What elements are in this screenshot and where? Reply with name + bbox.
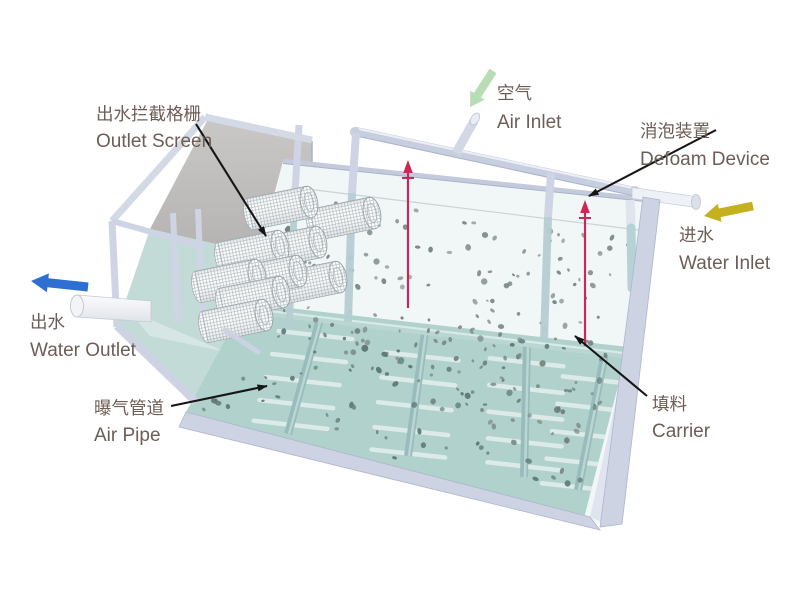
mid-downcomer-submerged bbox=[540, 216, 552, 342]
outlet-screen-cylinders bbox=[191, 185, 382, 344]
outlet-screen-label-en: Outlet Screen bbox=[96, 131, 212, 152]
defoam-devices bbox=[402, 160, 591, 346]
carrier-label-en: Carrier bbox=[652, 421, 711, 442]
carrier-label-zh: 填料 bbox=[652, 394, 687, 414]
mesh-cylinder bbox=[243, 185, 319, 231]
left-downcomer bbox=[348, 132, 360, 194]
outlet-pipe-opening bbox=[70, 294, 84, 318]
air-pipe-label-zh: 曝气管道 bbox=[94, 398, 164, 418]
top-rail bbox=[353, 126, 638, 197]
tank-right-wall bbox=[599, 196, 661, 528]
small-pipe bbox=[222, 327, 261, 355]
chamber-highlight bbox=[128, 310, 226, 352]
labels: 出水拦截格栅 Outlet Screen 空气 Air Inlet 消泡装置 D… bbox=[30, 83, 771, 446]
top-rail-edge bbox=[353, 135, 638, 197]
tank-back-rim bbox=[282, 158, 646, 202]
air-inlet-arrow bbox=[470, 68, 497, 107]
inlet-pipe-opening bbox=[691, 194, 701, 210]
chamber-back-top-rim bbox=[204, 113, 313, 144]
inlet-downcomer-submerged bbox=[626, 223, 637, 293]
carrier-dots-floor bbox=[202, 324, 603, 487]
outlet-screen-arrow bbox=[195, 123, 267, 237]
aeration-grid bbox=[251, 307, 628, 494]
chamber-back-left-rim bbox=[109, 114, 208, 224]
mesh-cylinder bbox=[198, 298, 274, 344]
water-inlet-pipe bbox=[625, 187, 701, 293]
chamber-bottom-edge bbox=[114, 323, 199, 405]
air-inlet-label-en: Air Inlet bbox=[497, 112, 562, 133]
water-inlet-arrow bbox=[704, 201, 754, 222]
air-pipe-arrow bbox=[170, 384, 268, 408]
chamber-front-rim bbox=[111, 218, 206, 250]
water-inlet-label-zh: 进水 bbox=[679, 225, 714, 245]
air-inlet-stub bbox=[452, 118, 478, 156]
defoam-label-en: Defoam Device bbox=[640, 149, 770, 170]
air-pipe-label-en: Air Pipe bbox=[94, 425, 161, 446]
inlet-downcomer bbox=[625, 199, 636, 229]
defoam-arrow-right bbox=[579, 200, 591, 346]
carrier-arrow bbox=[574, 335, 648, 397]
tank-back-rim-edge bbox=[282, 163, 646, 202]
water-inlet-label-en: Water Inlet bbox=[679, 253, 771, 274]
chamber-inner-post-1 bbox=[170, 212, 181, 323]
air-inlet-opening bbox=[469, 112, 481, 126]
water-outlet-arrow bbox=[31, 273, 89, 293]
tank-bottom-rim bbox=[178, 411, 602, 531]
defoam-label-zh: 消泡装置 bbox=[640, 121, 710, 141]
defoam-arrow-left bbox=[402, 160, 414, 308]
outlet-screen-label-zh: 出水拦截格栅 bbox=[96, 104, 201, 124]
air-inlet-label-zh: 空气 bbox=[497, 83, 532, 103]
annotation-arrows bbox=[170, 123, 717, 408]
mid-downcomer bbox=[544, 172, 555, 218]
defoam-annotation-arrow bbox=[588, 129, 717, 197]
water-outlet-pipe bbox=[70, 294, 152, 323]
top-rail-highlight bbox=[353, 127, 638, 190]
water-outlet-label-zh: 出水 bbox=[30, 312, 65, 332]
water-outlet-label-en: Water Outlet bbox=[30, 340, 137, 361]
